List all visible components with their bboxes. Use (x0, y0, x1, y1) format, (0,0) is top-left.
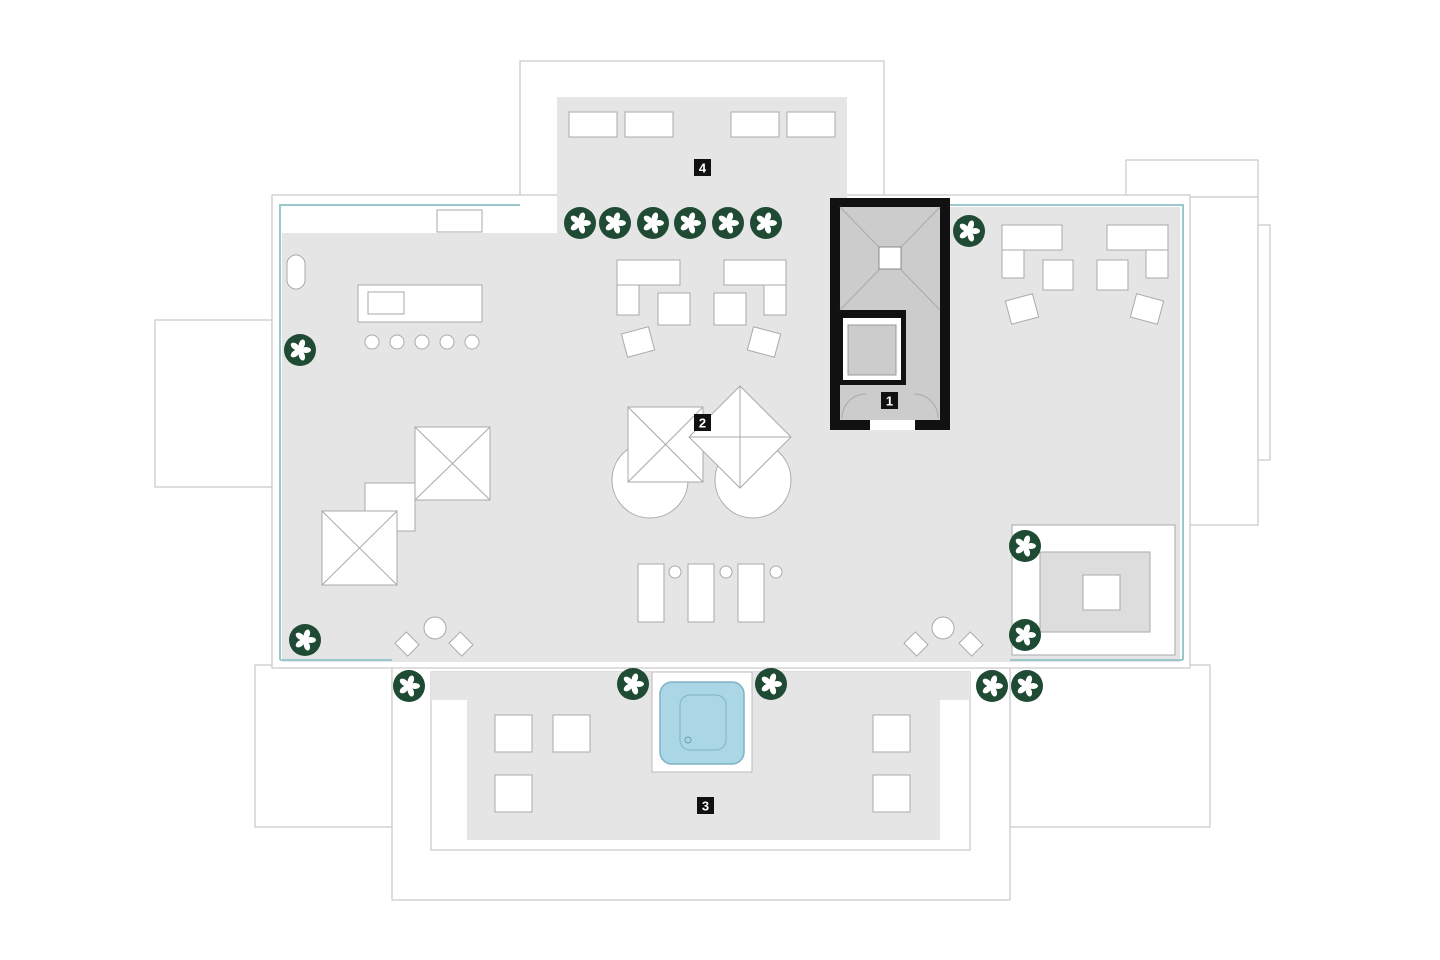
plant-icon (284, 334, 316, 366)
dining-area (321, 385, 792, 586)
loungers (394, 563, 984, 657)
stair-elevator-core (830, 198, 950, 430)
svg-text:3: 3 (702, 799, 709, 814)
svg-text:4: 4 (699, 161, 707, 176)
plant-icon (674, 207, 706, 239)
glass-railing (279, 204, 520, 660)
svg-text:1: 1 (886, 394, 893, 409)
planters (284, 207, 1043, 702)
plant-icon (393, 670, 425, 702)
plant-icon (1009, 530, 1041, 562)
plant-icon (564, 207, 596, 239)
plant-icon (953, 215, 985, 247)
plant-icon (617, 668, 649, 700)
sun-beds (568, 111, 836, 138)
lounge-seating (616, 224, 1169, 358)
plant-icon (637, 207, 669, 239)
zone-label-2: 2 (694, 414, 711, 431)
zone-label-3: 3 (697, 797, 714, 814)
plant-icon (712, 207, 744, 239)
zone-label-1: 1 (881, 392, 898, 409)
plant-icon (1009, 619, 1041, 651)
plant-icon (755, 668, 787, 700)
plant-icon (599, 207, 631, 239)
plant-icon (750, 207, 782, 239)
zone3-tables (494, 714, 911, 813)
plant-icon (289, 624, 321, 656)
bar-counter (286, 209, 483, 350)
plant-icon (976, 670, 1008, 702)
plant-icon (1011, 670, 1043, 702)
jacuzzi (651, 671, 753, 773)
zone-label-4: 4 (694, 159, 711, 176)
svg-text:2: 2 (699, 416, 706, 431)
